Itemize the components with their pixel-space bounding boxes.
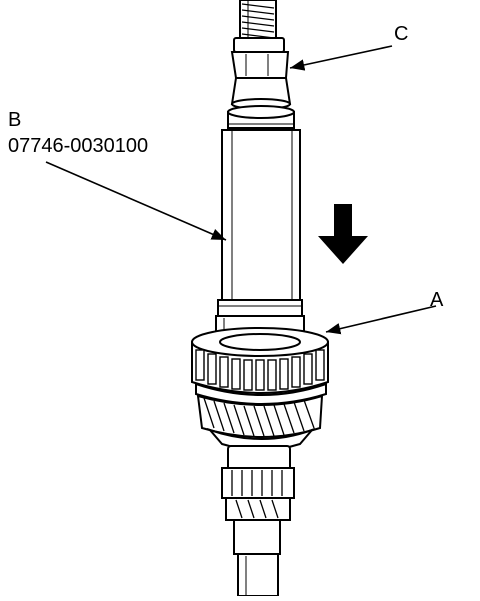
callout-b-part-number: 07746-0030100 (8, 135, 149, 157)
callout-a-label: A (430, 289, 444, 311)
callout-b-label: B (8, 109, 22, 131)
gear-a (191, 327, 329, 405)
leader-line-a (325, 305, 437, 335)
helical-gear (196, 394, 324, 451)
leader-line-c (289, 45, 393, 71)
tool-b (215, 105, 305, 347)
callout-c-label: C (394, 23, 409, 45)
threaded-rod (239, 0, 277, 41)
arrow-down-icon (318, 204, 368, 264)
tool-c (230, 37, 292, 110)
leader-line-b (45, 161, 227, 241)
lower-shaft (221, 445, 295, 597)
